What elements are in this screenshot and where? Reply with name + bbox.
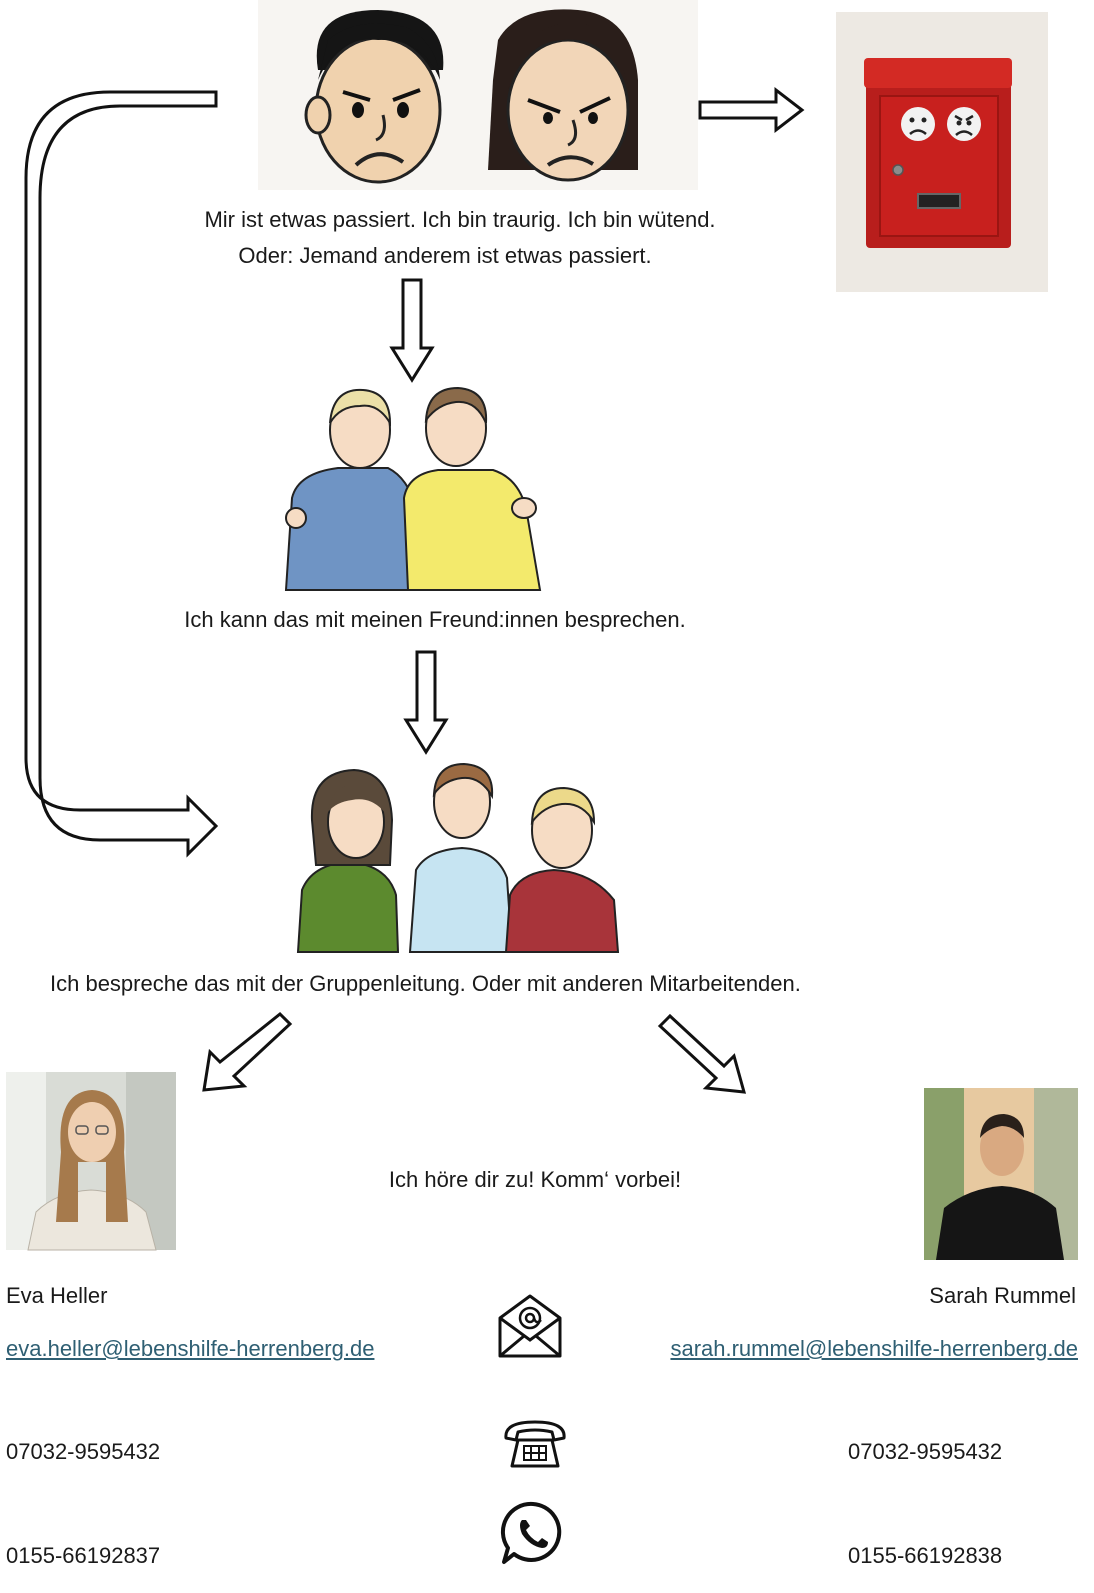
contact-right-name: Sarah Rummel (929, 1283, 1076, 1308)
mailbox-photo (836, 12, 1048, 292)
contact-right-mobile: 0155-66192838 (848, 1543, 1003, 1568)
contact-left-email-link[interactable]: eva.heller@lebenshilfe-herrenberg.de (6, 1336, 375, 1361)
eva-heller-photo (6, 1072, 176, 1251)
invite-text: Ich höre dir zu! Komm‘ vorbei! (388, 1167, 682, 1192)
telephone-icon (500, 1416, 570, 1472)
group-conversation-illustration (292, 760, 620, 953)
contact-left-phone: 07032-9595432 (6, 1439, 161, 1464)
envelope-at-icon (496, 1292, 564, 1360)
bypass-arrow-icon (20, 88, 220, 858)
friends-illustration (278, 378, 546, 591)
arrow-right-icon (698, 86, 808, 134)
whatsapp-icon (500, 1500, 566, 1566)
arrow-down-right-icon (654, 1013, 754, 1098)
step1-line1: Mir ist etwas passiert. Ich bin traurig.… (204, 207, 716, 232)
step1-line2: Oder: Jemand anderem ist etwas passiert. (238, 243, 652, 268)
arrow-down-left-icon (196, 1010, 296, 1096)
step3-text: Ich bespreche das mit der Gruppenleitung… (50, 971, 801, 996)
arrow-down-icon (403, 650, 449, 756)
contact-left-mobile: 0155-66192837 (6, 1543, 161, 1568)
contact-left-name: Eva Heller (6, 1283, 108, 1308)
arrow-down-icon (389, 278, 435, 384)
step2-text: Ich kann das mit meinen Freund:innen bes… (184, 607, 686, 632)
sarah-rummel-photo (924, 1088, 1078, 1260)
contact-right-email-link[interactable]: sarah.rummel@lebenshilfe-herrenberg.de (670, 1336, 1078, 1361)
contact-right-phone: 07032-9595432 (848, 1439, 1003, 1464)
sad-angry-faces-illustration (258, 0, 698, 190)
